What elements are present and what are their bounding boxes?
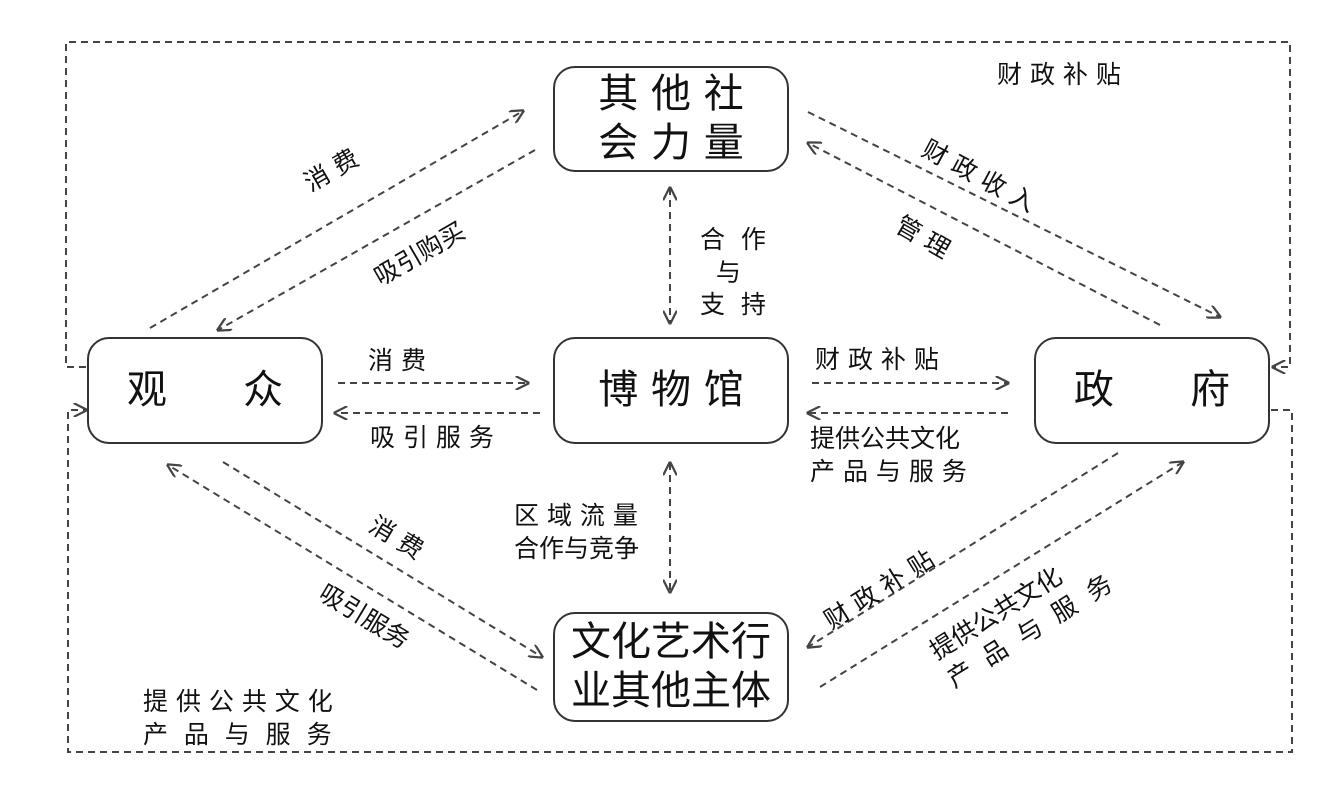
node-label: 政 府 — [1073, 367, 1231, 414]
label-audience-museum-consume: 消 费 — [368, 346, 426, 375]
edge-cultural-to-audience — [168, 465, 538, 691]
label-fiscal-subsidy-top: 财 政 补 贴 — [997, 60, 1121, 89]
label-regional-flow: 区 域 流 量 合作与竞争 — [514, 501, 640, 563]
edge-social-to-audience — [218, 149, 536, 330]
node-label: 观 众 — [126, 367, 284, 414]
node-label: 其 他 社 会 力 量 — [598, 71, 744, 166]
edge-audience-to-cultural — [222, 461, 542, 657]
edge-social-to-government — [807, 111, 1220, 317]
label-museum-audience-attract-service: 吸 引 服 务 — [370, 423, 494, 452]
node-label: 博 物 馆 — [598, 367, 744, 414]
label-gov-museum-public-culture: 提供公共文化 产 品 与 服 务 — [810, 424, 967, 486]
edge-audience-to-social — [149, 111, 523, 329]
node-government: 政 府 — [1034, 337, 1270, 444]
label-museum-gov-fiscal-subsidy: 财 政 补 贴 — [815, 345, 939, 374]
edge-outer-bottom-public-culture — [67, 410, 1293, 753]
node-label: 文化艺术行 业其他主体 — [571, 619, 771, 714]
label-support-cooperation: 合 作 与 支 持 — [700, 225, 766, 319]
edge-outer-top-fiscal-subsidy — [65, 41, 1291, 367]
edge-government-to-cultural — [808, 452, 1119, 647]
label-bottom-public-culture: 提 供 公 共 文 化 产 品 与 服 务 — [143, 687, 333, 749]
node-cultural-arts-entities: 文化艺术行 业其他主体 — [553, 612, 789, 722]
node-museum: 博 物 馆 — [553, 337, 789, 444]
edge-government-to-social — [808, 143, 1161, 326]
node-audience: 观 众 — [87, 337, 323, 444]
node-other-social-forces: 其 他 社 会 力 量 — [553, 66, 789, 172]
